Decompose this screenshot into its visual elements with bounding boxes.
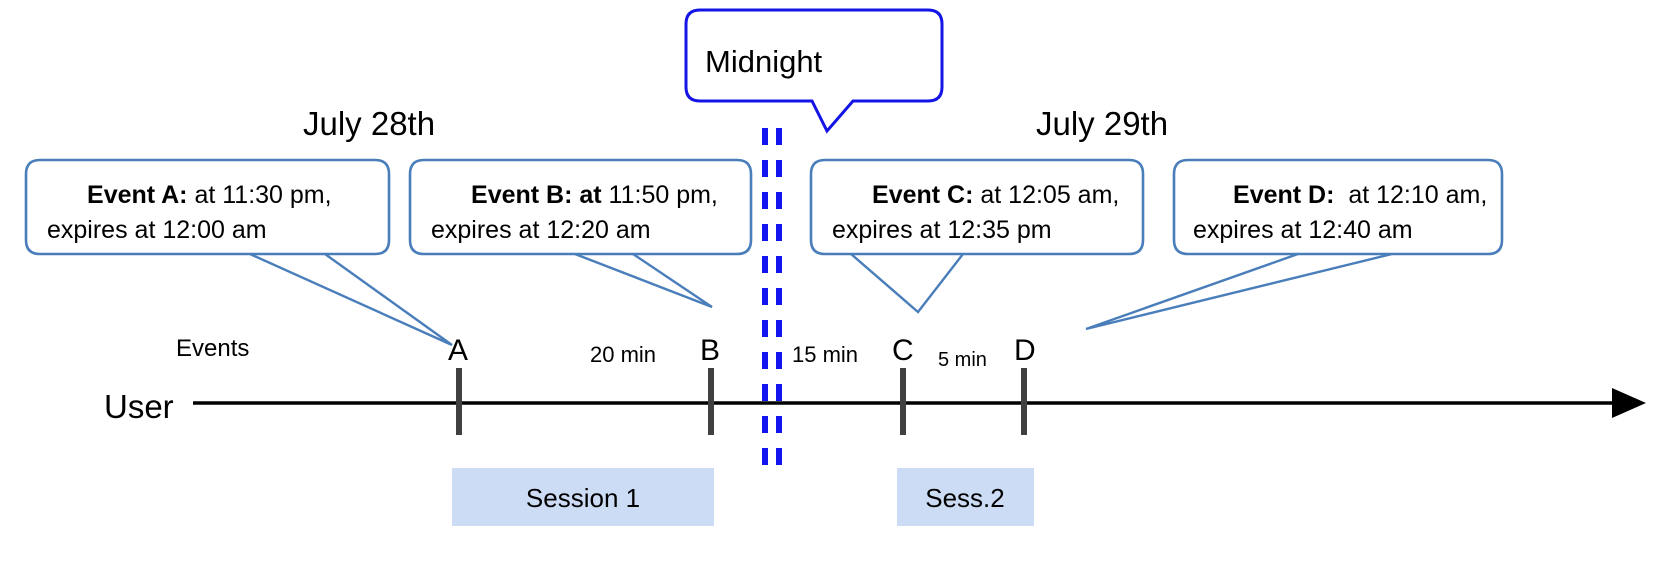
callout-event-a-box — [24, 158, 391, 256]
callout-event-d-line1: Event D: at 12:10 am, — [1193, 181, 1518, 209]
midnight-callout-shape — [684, 8, 944, 134]
callout-event-d-line2: expires at 12:40 am — [1193, 216, 1413, 244]
marker-label-a: A — [448, 334, 468, 367]
callout-event-b-tail — [574, 252, 713, 309]
callout-event-a-bold: Event A: — [87, 181, 187, 209]
timeline-axis — [193, 388, 1646, 418]
gap-label-a-to-b: 20 min — [590, 342, 656, 367]
gap-label-b-to-c: 15 min — [792, 342, 858, 367]
midnight-dashed-line — [762, 128, 782, 478]
session-2: Sess.2 — [897, 468, 1034, 526]
callout-event-b-line2: expires at 12:20 am — [431, 216, 651, 244]
callout-event-c-bold: Event C: — [872, 181, 973, 209]
session-2-rect — [897, 468, 1034, 526]
callout-event-a-line1: Event A: at 11:30 pm, — [47, 181, 363, 209]
marker-label-c: C — [892, 334, 914, 367]
callout-event-c-line2: expires at 12:35 pm — [832, 216, 1052, 244]
marker-label-d: D — [1014, 334, 1036, 367]
row-label-events: Events — [176, 335, 249, 362]
session-1-label: Session 1 — [526, 483, 640, 513]
callout-event-d-tail — [1085, 252, 1393, 331]
session-2-label: Sess.2 — [925, 483, 1005, 513]
callout-event-a-rest: at 11:30 pm, — [188, 181, 332, 209]
gap-label-c-to-d: 5 min — [938, 349, 987, 371]
callout-event-a-tail — [249, 252, 453, 347]
callout-event-c: Event C: at 12:05 am, expires at 12:35 p… — [809, 158, 1150, 314]
callout-event-b-bold: Event B: at — [471, 181, 602, 209]
callout-event-b-box — [408, 158, 753, 256]
callout-event-d-box — [1172, 158, 1504, 256]
callout-event-c-box — [809, 158, 1145, 256]
midnight-label: Midnight — [705, 44, 823, 79]
session-1: Session 1 — [452, 468, 714, 526]
row-label-user: User — [104, 388, 174, 425]
date-header-july-29: July 29th — [1036, 105, 1168, 142]
callout-event-a-line2: expires at 12:00 am — [47, 216, 267, 244]
date-header-july-28: July 28th — [303, 105, 435, 142]
callout-event-d: Event D: at 12:10 am, expires at 12:40 a… — [1085, 158, 1518, 331]
callout-event-c-line1: Event C: at 12:05 am, — [832, 181, 1150, 209]
callout-event-d-rest: at 12:10 am, — [1334, 181, 1487, 209]
callout-event-a: Event A: at 11:30 pm, expires at 12:00 a… — [24, 158, 453, 347]
event-ticks — [456, 368, 1027, 435]
callout-event-b-line1: Event B: at 11:50 pm, — [431, 181, 749, 209]
axis-arrow-icon — [1612, 388, 1646, 418]
callout-event-c-rest: at 12:05 am, — [973, 181, 1119, 209]
callout-event-b: Event B: at 11:50 pm, expires at 12:20 a… — [408, 158, 753, 309]
callout-event-c-tail — [850, 253, 964, 314]
midnight-callout: Midnight — [684, 8, 944, 134]
session-1-rect — [452, 468, 714, 526]
callout-event-b-rest: 11:50 pm, — [602, 181, 718, 209]
callout-event-d-bold: Event D: — [1233, 181, 1334, 209]
marker-label-b: B — [700, 334, 720, 367]
